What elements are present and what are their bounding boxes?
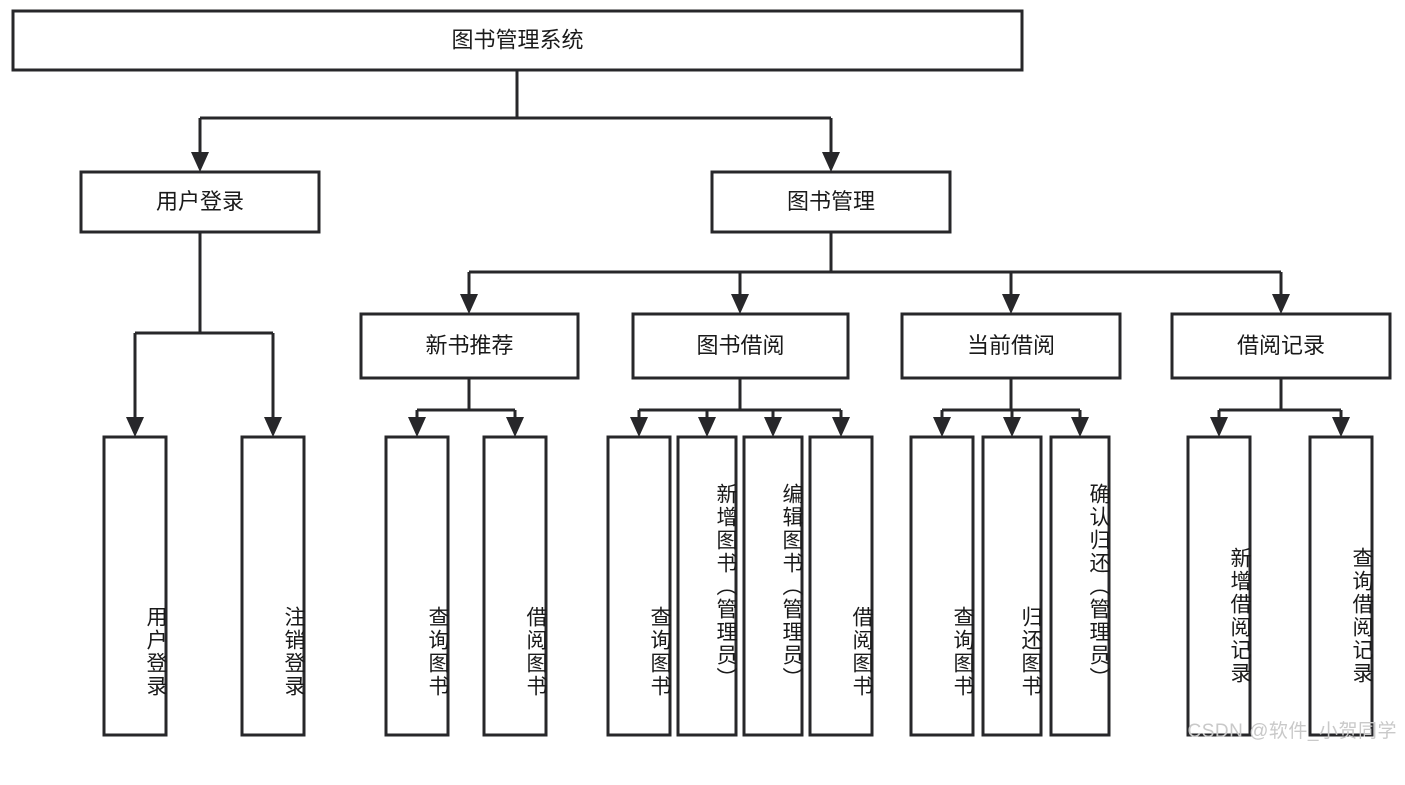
leaf-node-box-8 [909,435,975,737]
arrow-head-icon [822,152,840,172]
leaf-node-box-4 [606,435,672,737]
arrow-head-icon [1071,417,1089,437]
level1-node-label-0: 用户登录 [156,189,244,214]
root-node-box [11,9,1024,72]
arrow-head-icon [1332,417,1350,437]
arrow-head-icon [933,417,951,437]
level1-node-box-1 [710,170,952,234]
arrow-head-icon [1003,417,1021,437]
arrow-head-icon [1210,417,1228,437]
arrow-head-icon [460,294,478,314]
leaf-node-box-11 [1186,435,1252,737]
arrow-head-icon [832,417,850,437]
arrow-head-icon [506,417,524,437]
flowchart-diagram: 图书管理系统用户登录图书管理新书推荐图书借阅当前借阅借阅记录 用户登录注销登录查… [11,9,1397,742]
watermark: CSDN @软件_小贺同学 [1187,721,1397,742]
leaf-node-box-6 [742,435,804,737]
level1-node-box-0 [79,170,321,234]
leaf-node-box-1 [240,435,306,737]
level2-node-label-0: 新书推荐 [425,333,513,358]
connector-layer [126,70,1350,437]
arrow-head-icon [731,294,749,314]
leaf-node-box-3 [482,435,548,737]
leaf-node-box-5 [676,435,738,737]
level2-node-box-1 [631,312,850,380]
leaf-node-box-2 [384,435,450,737]
level1-node-label-1: 图书管理 [787,189,875,214]
leaf-node-box-9 [981,435,1043,737]
leaf-node-box-7 [808,435,874,737]
arrow-head-icon [1272,294,1290,314]
arrow-head-icon [408,417,426,437]
arrow-head-icon [698,417,716,437]
level2-node-label-3: 借阅记录 [1237,333,1325,358]
level2-node-label-2: 当前借阅 [967,333,1055,358]
leaf-node-box-10 [1049,435,1111,737]
leaf-node-box-12 [1308,435,1374,737]
arrow-head-icon [264,417,282,437]
arrow-head-icon [1002,294,1020,314]
level2-node-box-2 [900,312,1122,380]
level2-node-box-3 [1170,312,1392,380]
arrow-head-icon [630,417,648,437]
arrow-head-icon [764,417,782,437]
level2-node-label-1: 图书借阅 [696,333,784,358]
level2-node-box-0 [359,312,580,380]
arrow-head-icon [191,152,209,172]
arrow-head-icon [126,417,144,437]
root-node-label: 图书管理系统 [451,27,583,52]
leaf-node-box-0 [102,435,168,737]
node-box-layer [11,9,1392,737]
